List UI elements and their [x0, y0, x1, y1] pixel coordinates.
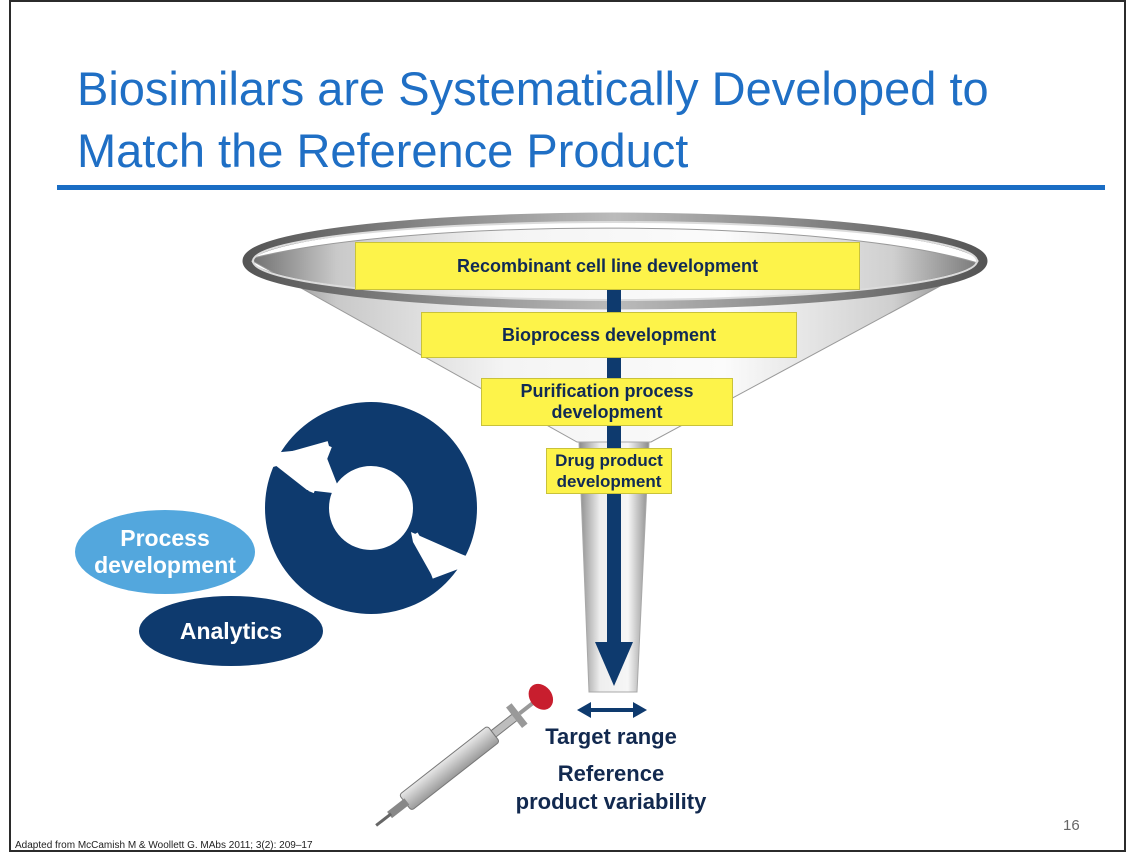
- stage-3-label-line1: Purification process: [520, 381, 694, 401]
- stage-4-label-line1: Drug product: [555, 451, 663, 470]
- title-underline: [57, 185, 1105, 190]
- stage-purification-process: Purification process development: [481, 378, 733, 426]
- analytics-label: Analytics: [179, 617, 283, 644]
- stage-3-label-line2: development: [551, 402, 663, 422]
- slide-title: Biosimilars are Systematically Developed…: [77, 58, 1117, 182]
- stage-1-label: Recombinant cell line development: [456, 255, 759, 276]
- flow-arrow-head: [595, 642, 633, 686]
- reference-label-line1: Reference: [557, 761, 665, 786]
- reference-label-line2: product variability: [515, 789, 707, 814]
- title-line-2: Match the Reference Product: [77, 124, 689, 177]
- page-number: 16: [1063, 817, 1080, 834]
- target-range-arrow: [577, 702, 647, 718]
- analytics-oval: Analytics: [139, 596, 323, 666]
- stage-recombinant-cell-line: Recombinant cell line development: [355, 242, 860, 290]
- slide: Biosimilars are Systematically Developed…: [9, 0, 1126, 852]
- reference-variability-label: Reference product variability: [481, 760, 741, 816]
- process-label-line2: development: [94, 552, 236, 578]
- process-development-oval: Process development: [75, 510, 255, 594]
- title-line-1: Biosimilars are Systematically Developed…: [77, 62, 989, 115]
- syringe-icon: [375, 683, 554, 827]
- process-label-line1: Process: [120, 525, 210, 551]
- cycle-arrows-icon: [261, 402, 481, 614]
- stage-2-label: Bioprocess development: [501, 324, 717, 345]
- citation-footnote: Adapted from McCamish M & Woollett G. MA…: [15, 840, 313, 851]
- stage-4-label-line2: development: [556, 472, 662, 491]
- stage-bioprocess: Bioprocess development: [421, 312, 797, 358]
- target-range-label: Target range: [545, 724, 677, 749]
- stage-drug-product: Drug product development: [546, 448, 672, 494]
